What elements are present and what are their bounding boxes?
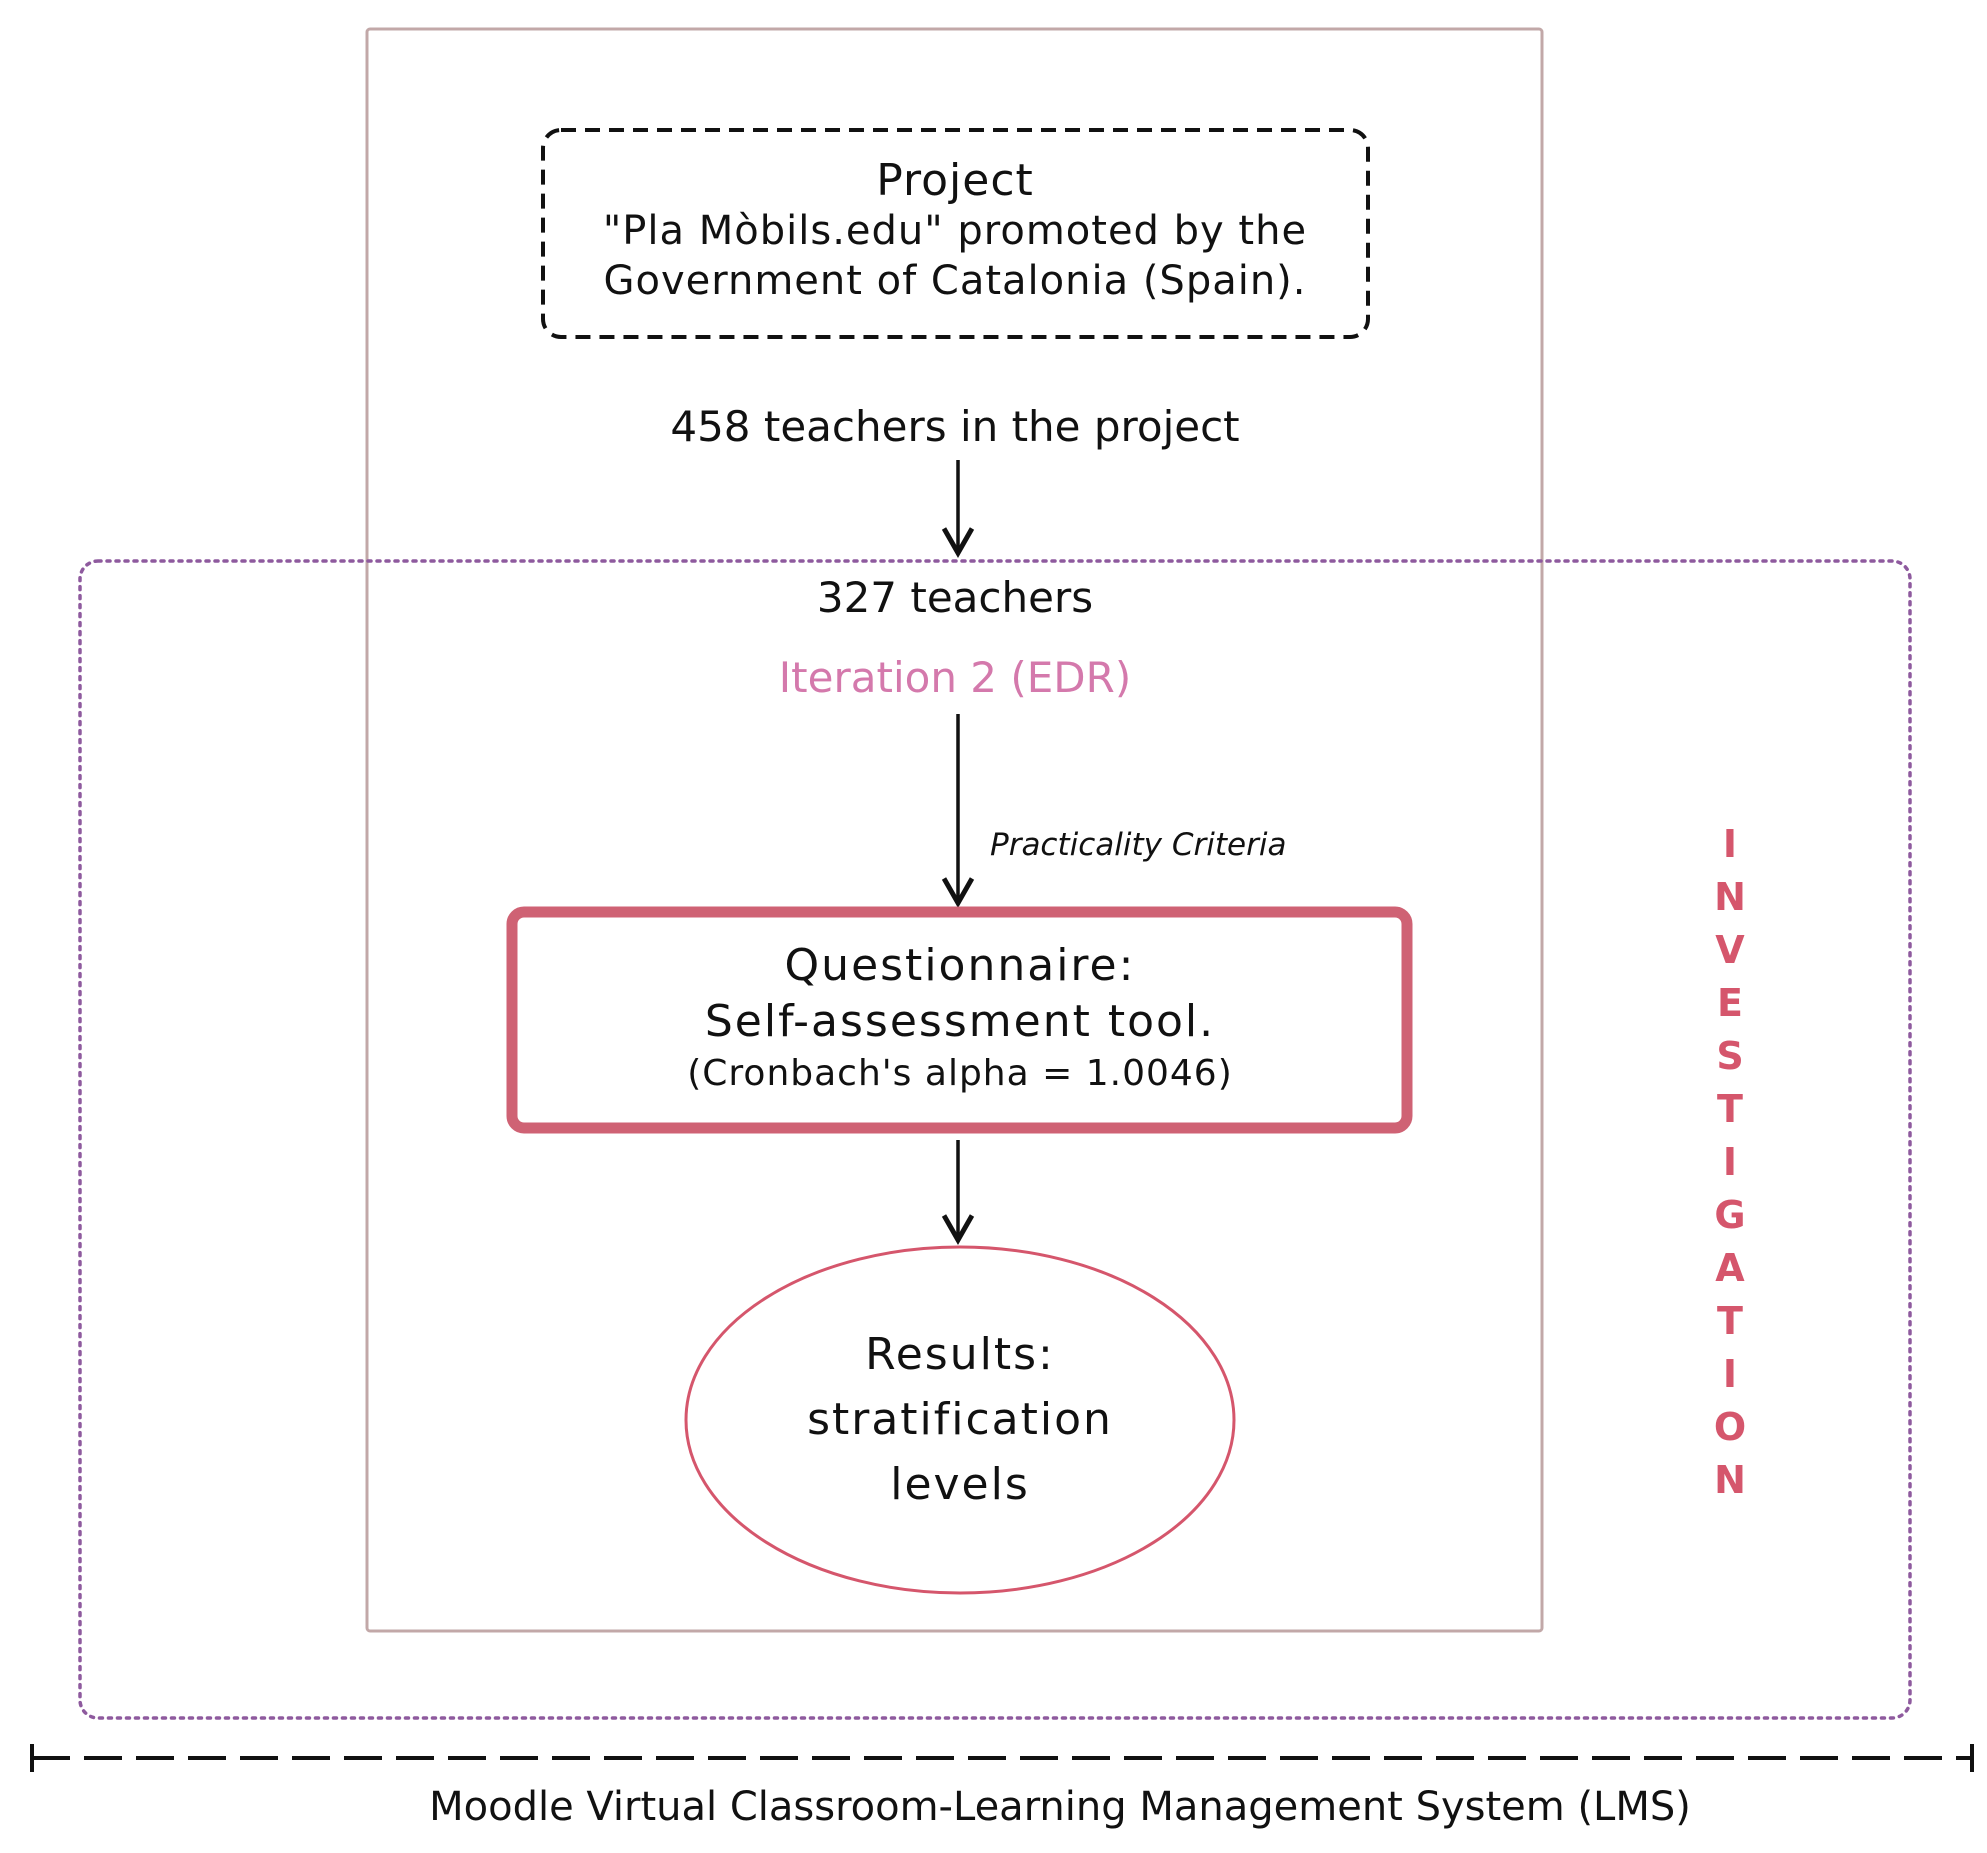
questionnaire-note: (Cronbach's alpha = 1.0046)	[687, 1053, 1233, 1094]
investigation-letter: O	[1713, 1405, 1747, 1449]
investigation-letter: N	[1714, 875, 1746, 919]
questionnaire-title: Questionnaire:	[784, 940, 1136, 991]
investigation-letter: G	[1714, 1193, 1746, 1237]
investigation-letter: I	[1722, 1140, 1738, 1184]
results-line-3: levels	[890, 1459, 1030, 1510]
results-text-block: Results: stratification levels	[700, 1322, 1220, 1517]
lms-label: Moodle Virtual Classroom-Learning Manage…	[429, 1784, 1691, 1830]
project-dashed-box	[541, 128, 1370, 339]
results-line-2: stratification	[807, 1394, 1113, 1445]
investigation-letter: V	[1715, 928, 1745, 972]
project-text-block: Project "Pla Mòbils.edu" promoted by the…	[545, 156, 1365, 306]
project-line-1: "Pla Mòbils.edu" promoted by the	[602, 208, 1308, 254]
project-title: Project	[876, 155, 1034, 206]
investigation-letter: N	[1714, 1458, 1746, 1502]
investigation-letter: S	[1716, 1034, 1744, 1078]
results-line-1: Results:	[865, 1329, 1055, 1380]
investigation-letter: A	[1715, 1246, 1745, 1290]
practicality-criteria-label: Practicality Criteria	[990, 827, 1287, 863]
questionnaire-subtitle: Self-assessment tool.	[704, 996, 1216, 1047]
teachers-count-label: 327 teachers	[816, 573, 1094, 622]
questionnaire-text-block: Questionnaire: Self-assessment tool. (Cr…	[515, 938, 1405, 1098]
project-container-box	[365, 27, 1544, 1633]
investigation-letter: T	[1717, 1087, 1743, 1131]
results-ellipse	[684, 1245, 1236, 1595]
investigation-letter: E	[1717, 981, 1743, 1025]
teachers-in-project-label: 458 teachers in the project	[670, 402, 1240, 451]
investigation-letter: I	[1722, 822, 1738, 866]
investigation-letter: I	[1722, 1352, 1738, 1396]
project-line-2: Government of Catalonia (Spain).	[603, 258, 1307, 304]
questionnaire-box	[506, 906, 1413, 1134]
investigation-letter: T	[1717, 1299, 1743, 1343]
iteration-label: Iteration 2 (EDR)	[778, 653, 1132, 702]
investigation-region-box	[78, 559, 1912, 1720]
